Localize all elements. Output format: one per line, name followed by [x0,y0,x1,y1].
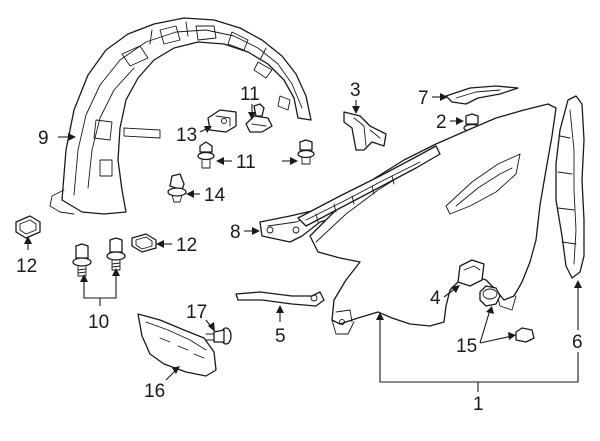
brace-5 [235,291,325,307]
callout-4: 4 [430,288,441,309]
callout-1: 1 [473,394,484,415]
bolt-17 [205,327,232,345]
callout-3: 3 [350,80,361,101]
clip-nut-right [131,233,157,253]
callout-16: 16 [144,381,165,402]
callout-11-top: 11 [240,84,260,105]
leaders [24,93,582,392]
clip-nut-left [15,215,41,239]
push-clip-14 [167,173,187,203]
callout-10: 10 [88,312,109,333]
screw-11-left [197,141,215,169]
fender-liner [49,17,312,215]
seal-7 [445,85,519,105]
splash-shield-16 [137,313,217,377]
callout-12-left: 12 [16,256,37,277]
bumper-15 [479,285,535,343]
screw-11-right [297,139,315,165]
callout-11-middle: 11 [236,152,256,173]
callout-5: 5 [275,326,286,347]
apron-rail [297,145,441,227]
callout-8: 8 [230,222,241,243]
screw-11-top [245,103,273,133]
callout-2: 2 [436,112,447,133]
callout-14: 14 [204,185,226,206]
callout-17: 17 [186,302,207,323]
callout-13: 13 [176,125,197,146]
bracket-3 [343,111,387,151]
callout-15: 15 [456,336,477,357]
callout-9: 9 [38,128,49,149]
insulator-4 [457,259,485,287]
callout-6: 6 [572,332,583,353]
side-seal-6 [555,95,585,279]
bolts-10 [72,237,126,277]
callout-12-right: 12 [176,235,197,256]
bracket-13 [207,109,237,133]
callout-7: 7 [418,88,429,109]
callout-labels: 9 12 10 12 13 11 11 14 3 7 2 8 4 15 5 6 … [16,80,583,415]
